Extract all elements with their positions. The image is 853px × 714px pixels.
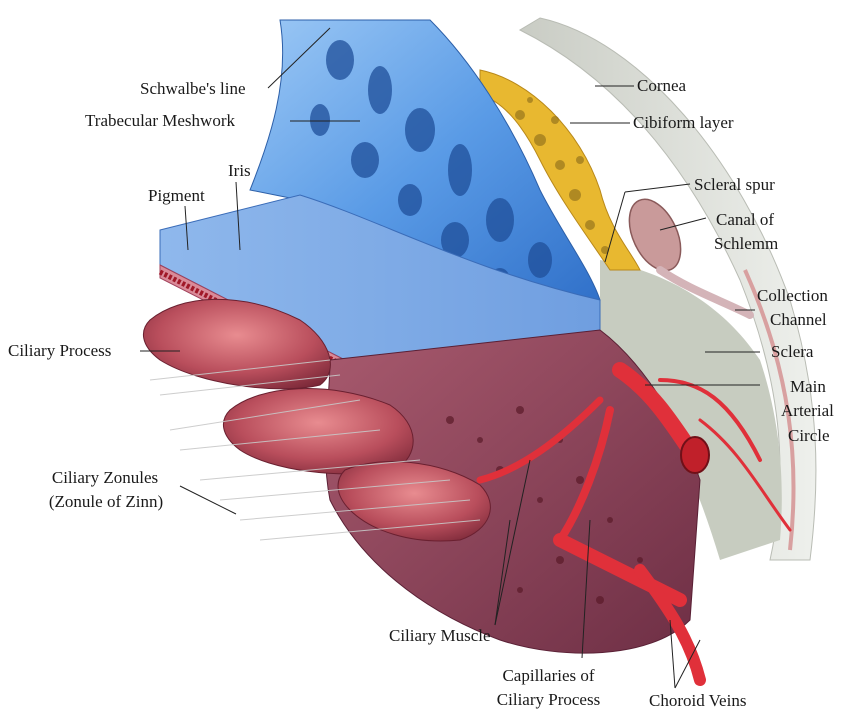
label-choroid-veins: Choroid Veins (649, 691, 746, 711)
label-cibiform-layer: Cibiform layer (633, 113, 734, 133)
label-canal-of: Canal of (716, 210, 774, 230)
label-schwalbes-line: Schwalbe's line (140, 79, 246, 99)
label-pigment: Pigment (148, 186, 205, 206)
label-capillaries-of: Capillaries of (486, 666, 611, 686)
label-arterial: Arterial (781, 401, 834, 421)
label-ciliary-process-2: Ciliary Process (480, 690, 617, 710)
main-arterial-circle-end (681, 437, 709, 473)
label-channel: Channel (770, 310, 827, 330)
label-sclera: Sclera (771, 342, 813, 362)
label-zonule-of-zinn: (Zonule of Zinn) (28, 492, 184, 512)
label-main: Main (790, 377, 826, 397)
label-iris: Iris (228, 161, 251, 181)
label-circle: Circle (788, 426, 830, 446)
label-cornea: Cornea (637, 76, 686, 96)
label-trabecular-meshwork: Trabecular Meshwork (85, 111, 235, 131)
label-ciliary-zonules: Ciliary Zonules (36, 468, 174, 488)
label-schlemm: Schlemm (714, 234, 778, 254)
label-ciliary-process: Ciliary Process (8, 341, 111, 361)
label-scleral-spur: Scleral spur (694, 175, 775, 195)
label-collection: Collection (757, 286, 828, 306)
label-ciliary-muscle: Ciliary Muscle (389, 626, 491, 646)
